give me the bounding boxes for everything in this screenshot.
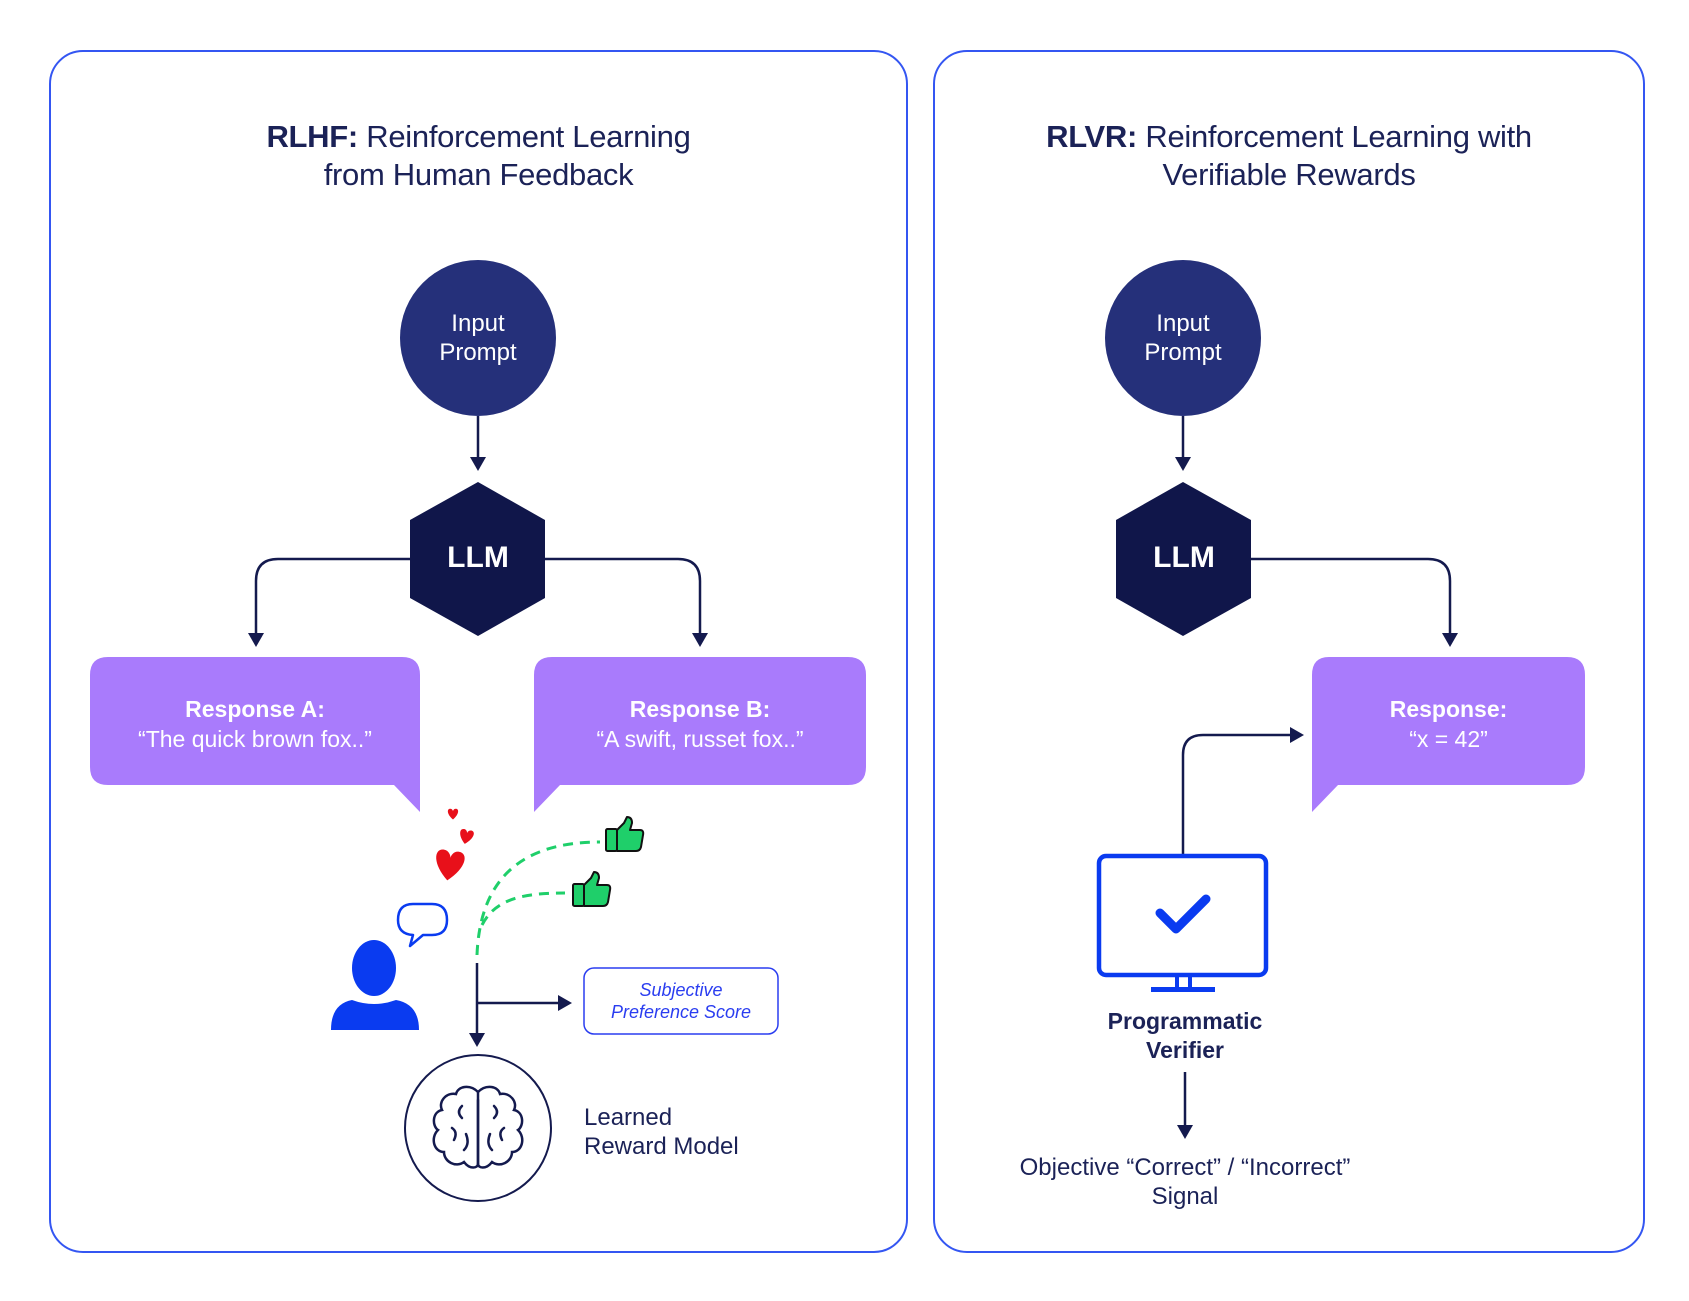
verifier-line2: Verifier — [1146, 1037, 1224, 1063]
verifier-line1: Programmatic — [1107, 1008, 1263, 1034]
rlvr-response-heading: Response: — [1389, 696, 1508, 722]
signal-line2: Signal — [1151, 1183, 1219, 1210]
heart-icon — [436, 849, 465, 881]
programmatic-verifier-label: Programmatic Verifier — [1060, 1007, 1310, 1065]
rlhf-title: RLHF: Reinforcement Learning from Human … — [49, 118, 908, 194]
rlhf-input-prompt-node — [400, 260, 556, 416]
response-b-quote: “A swift, russet fox..” — [596, 726, 804, 752]
rlhf-llm-label: LLM — [447, 541, 509, 574]
response-a-quote: “The quick brown fox..” — [138, 726, 372, 752]
response-a-text: Response A: “The quick brown fox..” — [90, 694, 420, 754]
response-b-bubble — [534, 657, 866, 812]
response-a-heading: Response A: — [185, 696, 325, 722]
feedback-dashed-line — [475, 840, 601, 956]
rlhf-title-line2: from Human Feedback — [323, 157, 634, 192]
rlhf-input-prompt-label: Input Prompt — [400, 309, 556, 367]
rlvr-title-line2: Verifiable Rewards — [1162, 157, 1416, 192]
subjective-preference-score-box — [583, 967, 779, 1035]
rlhf-arrow-prompt-to-llm — [470, 416, 486, 471]
speech-bubble-icon — [396, 902, 449, 948]
rlvr-arrow-prompt-to-llm — [1175, 416, 1191, 471]
rlvr-flow — [1096, 260, 1585, 1139]
rlvr-llm-node — [1116, 482, 1251, 636]
brain-icon — [432, 1085, 524, 1169]
rlvr-llm-label: LLM — [1153, 541, 1215, 574]
rlhf-flow — [90, 260, 866, 1202]
heart-icon — [447, 808, 459, 820]
score-line2: Preference Score — [610, 1002, 752, 1022]
rlhf-arrow-to-score — [477, 995, 572, 1011]
rlvr-arrow-llm-to-response — [1251, 557, 1458, 647]
rlvr-response-bubble — [1312, 657, 1585, 812]
rlhf-arrow-llm-to-response-a — [248, 557, 410, 647]
rlvr-input-prompt-node — [1105, 260, 1261, 416]
rlvr-title: RLVR: Reinforcement Learning with Verifi… — [933, 118, 1645, 194]
monitor-check-icon — [1096, 853, 1269, 992]
response-b-text: Response B: “A swift, russet fox..” — [534, 694, 866, 754]
input-prompt-line2: Prompt — [1144, 339, 1222, 366]
rlvr-panel — [933, 50, 1645, 1253]
subjective-preference-score-label: Subjective Preference Score — [584, 979, 778, 1023]
score-line1: Subjective — [639, 980, 723, 1000]
rlvr-title-line1: Reinforcement Learning with — [1145, 119, 1532, 154]
rlhf-arrow-llm-to-response-b — [545, 557, 708, 647]
person-icon — [331, 940, 419, 1030]
rlvr-arrow-verifier-to-response — [1181, 727, 1304, 855]
rlhf-title-abbr: RLHF: — [266, 119, 358, 154]
input-prompt-line1: Input — [1156, 310, 1210, 337]
rlvr-title-abbr: RLVR: — [1046, 119, 1138, 154]
rlvr-input-prompt-label: Input Prompt — [1105, 309, 1261, 367]
input-prompt-line2: Prompt — [439, 339, 517, 366]
rlhf-llm-node — [410, 482, 545, 636]
signal-line1: Objective “Correct” / “Incorrect” — [1019, 1154, 1351, 1181]
reward-model-line2: Reward Model — [584, 1133, 739, 1160]
learned-reward-model-label: Learned Reward Model — [584, 1103, 804, 1161]
feedback-dashed-line — [480, 891, 566, 926]
response-b-heading: Response B: — [629, 696, 771, 722]
rlhf-title-line1: Reinforcement Learning — [366, 119, 691, 154]
rlhf-arrow-to-reward-model — [469, 963, 485, 1047]
rlvr-response-value: “x = 42” — [1409, 726, 1488, 752]
thumbs-up-icon — [572, 871, 612, 907]
rlvr-arrow-verifier-to-signal — [1177, 1072, 1193, 1139]
thumbs-up-icon — [605, 816, 645, 852]
input-prompt-line1: Input — [451, 310, 505, 337]
heart-icon — [460, 829, 474, 844]
objective-signal-label: Objective “Correct” / “Incorrect” Signal — [960, 1153, 1410, 1211]
reward-model-line1: Learned — [584, 1104, 673, 1131]
rlhf-panel — [49, 50, 908, 1253]
response-a-bubble — [90, 657, 420, 812]
rlvr-response-text: Response: “x = 42” — [1312, 694, 1585, 754]
